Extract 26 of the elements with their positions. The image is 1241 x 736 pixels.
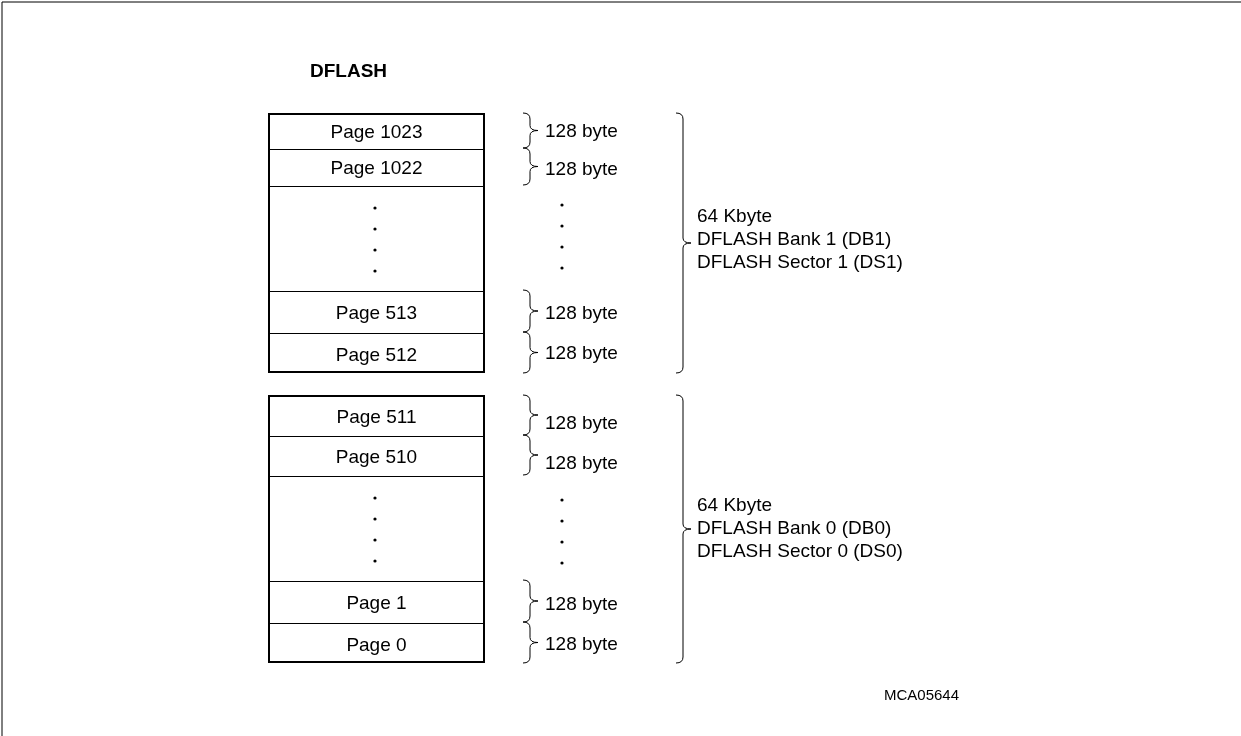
size-label: 128 byte [545,342,618,364]
page-cell: Page 510 [270,437,483,477]
size-label: 128 byte [545,452,618,474]
bank-name-label: DFLASH Bank 1 (DB1) [697,228,892,250]
bank-size-label: 64 Kbyte [697,205,772,227]
memory-bank-box [268,113,485,373]
bank-name-label: DFLASH Bank 0 (DB0) [697,517,892,539]
page-cell: Page 512 [270,334,483,375]
page-cell: Page 0 [270,624,483,665]
sector-name-label: DFLASH Sector 1 (DS1) [697,251,903,273]
diagram-title: DFLASH [310,60,388,82]
size-label: 128 byte [545,120,618,142]
size-label: 128 byte [545,412,618,434]
page-cell: Page 513 [270,292,483,334]
bank-size-label: 64 Kbyte [697,494,772,516]
page-cell: Page 1023 [270,115,483,150]
page-cell: Page 511 [270,397,483,437]
figure-id-label: MCA05644 [884,685,960,705]
size-label: 128 byte [545,158,618,180]
size-label: 128 byte [545,593,618,615]
size-label: 128 byte [545,302,618,324]
memory-bank-box [268,395,485,663]
size-label: 128 byte [545,633,618,655]
page-cell: Page 1 [270,582,483,624]
page-cell: Page 1022 [270,150,483,187]
sector-name-label: DFLASH Sector 0 (DS0) [697,540,903,562]
